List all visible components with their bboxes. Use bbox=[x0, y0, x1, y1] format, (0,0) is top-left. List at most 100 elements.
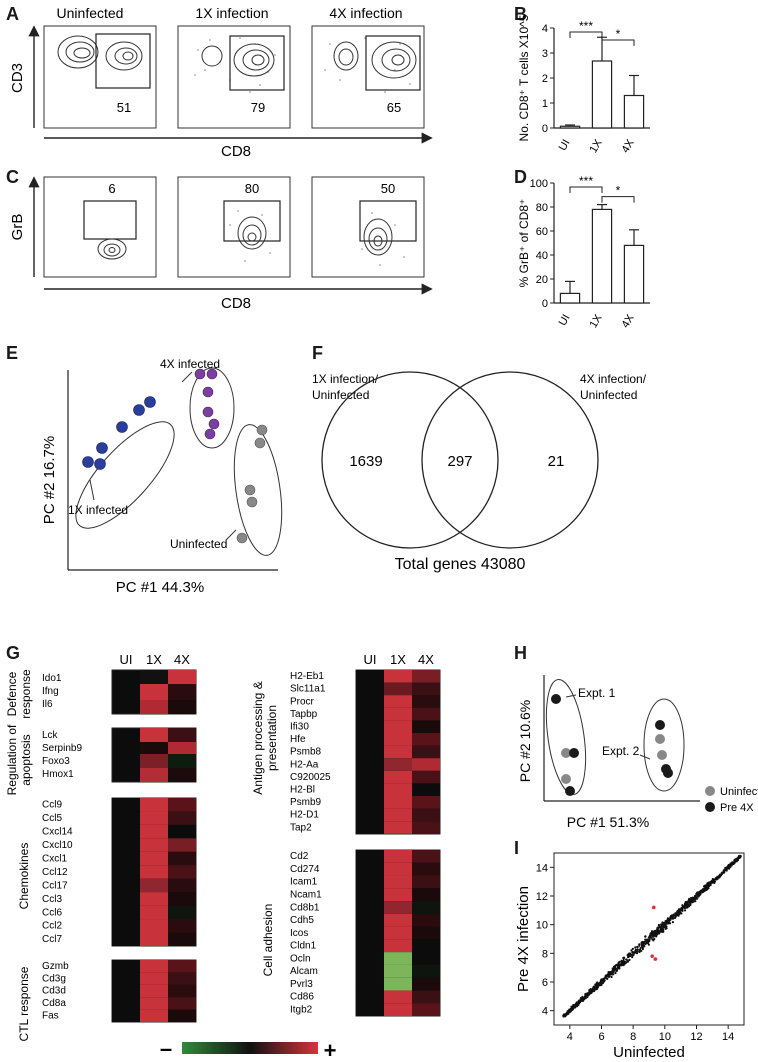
pca-h-points bbox=[551, 694, 673, 796]
heatmap-cell bbox=[356, 926, 384, 940]
scale-minus: – bbox=[160, 1036, 172, 1060]
gene-label: Ccl9 bbox=[42, 800, 62, 811]
heatmap-cell bbox=[412, 670, 440, 683]
heatmap-cell bbox=[168, 997, 196, 1010]
heatmap-cell bbox=[112, 824, 140, 839]
y-tick-label: 20 bbox=[536, 274, 548, 286]
heatmap-cell bbox=[356, 796, 384, 809]
axis-label-cd8-c: CD8 bbox=[221, 295, 251, 312]
bar bbox=[591, 208, 613, 304]
heatmap-cell bbox=[384, 952, 412, 965]
heatmap-cell bbox=[356, 682, 384, 696]
gene-label: Cd8a bbox=[42, 998, 66, 1009]
y-tick-label: 60 bbox=[536, 226, 548, 238]
heatmap-cell bbox=[384, 707, 412, 721]
heatmap-cell bbox=[168, 919, 196, 933]
heatmap-cell bbox=[356, 964, 384, 978]
pca-h-label-expt2: Expt. 2 bbox=[602, 744, 640, 758]
bar bbox=[591, 60, 613, 129]
gene-label: Tapbp bbox=[290, 709, 318, 720]
heatmap-cell bbox=[168, 972, 196, 985]
heatmap-cell bbox=[112, 919, 140, 933]
gene-label: Fas bbox=[42, 1011, 59, 1022]
sig-bracket bbox=[569, 186, 603, 193]
heatmap-col-ui-left: UI bbox=[120, 652, 133, 667]
y-tick-label: 10 bbox=[536, 920, 548, 932]
flow-plot-a-4x: 65 bbox=[311, 25, 425, 129]
gene-label: Cd3d bbox=[42, 986, 66, 997]
axis-label-cd8-a: CD8 bbox=[221, 143, 251, 160]
panel-letter-b: B bbox=[514, 4, 527, 24]
heatmap-cell bbox=[384, 964, 412, 978]
y-tick-label: 8 bbox=[542, 948, 548, 960]
venn-right-count: 21 bbox=[548, 453, 565, 470]
heatmap-cell bbox=[356, 821, 384, 834]
heatmap-cell bbox=[168, 811, 196, 825]
heatmap-cell bbox=[412, 875, 440, 889]
panel-a-flow-plots: Uninfected 1X infection 4X infection 51 … bbox=[9, 5, 433, 160]
panel-g-heatmap: UI 1X 4X UI 1X 4X Defence response Ido1 … bbox=[5, 652, 441, 1060]
heatmap-cell bbox=[168, 984, 196, 998]
heatmap-cell bbox=[140, 972, 168, 985]
heatmap-cell bbox=[168, 838, 196, 852]
flow-title-4x: 4X infection bbox=[329, 5, 402, 21]
heatmap-cell bbox=[384, 745, 412, 759]
panel-letter-d: D bbox=[514, 167, 527, 187]
y-tick-label: 2 bbox=[542, 73, 548, 85]
gate-value-a-uninfected: 51 bbox=[117, 100, 131, 115]
gene-label: Icam1 bbox=[290, 877, 318, 888]
panel-h-pca: PC #2 10.6% PC #1 51.3% Expt. 1 Expt. 2 … bbox=[517, 675, 758, 830]
heatmap-cell bbox=[384, 783, 412, 796]
heatmap-cell bbox=[412, 745, 440, 759]
flow-plot-a-uninfected: 51 bbox=[43, 25, 157, 129]
x-tick-label: 12 bbox=[690, 1031, 702, 1043]
heatmap-cell bbox=[112, 905, 140, 920]
sig-label: * bbox=[616, 184, 621, 198]
heatmap-cell bbox=[356, 939, 384, 953]
heatmap-cell bbox=[412, 707, 440, 721]
heatmap-cell bbox=[356, 850, 384, 863]
gene-label: Cd3g bbox=[42, 973, 66, 984]
y-tick-label: 14 bbox=[536, 862, 548, 874]
x-tick-label: 4X bbox=[619, 312, 636, 330]
venn-right-label-1: 4X infection/ bbox=[580, 372, 647, 386]
svg-text:presentation: presentation bbox=[265, 705, 279, 771]
heatmap-cell bbox=[384, 926, 412, 940]
panel-letter-i: I bbox=[514, 838, 520, 858]
heatmap-cell bbox=[112, 878, 140, 893]
heatmap-cell bbox=[112, 892, 140, 906]
heatmap-cell bbox=[140, 824, 168, 839]
heatmap-cell bbox=[140, 932, 168, 946]
y-tick-label: 4 bbox=[542, 23, 548, 35]
heatmap-cell bbox=[412, 1003, 440, 1017]
sig-bracket bbox=[601, 196, 635, 203]
heatmap-cell bbox=[384, 862, 412, 876]
gene-label: Alcam bbox=[290, 966, 318, 977]
axis-label-cd3: CD3 bbox=[9, 63, 26, 93]
heatmap-cell bbox=[140, 919, 168, 933]
heatmap-cell bbox=[412, 796, 440, 809]
scale-plus: + bbox=[324, 1038, 337, 1060]
x-tick-label: 8 bbox=[630, 1031, 636, 1043]
legend-pre4x: Pre 4X bbox=[720, 802, 754, 814]
heatmap-cell bbox=[412, 901, 440, 914]
heatmap-cell bbox=[112, 798, 140, 812]
heatmap-cell bbox=[168, 851, 196, 866]
heatmap-cell bbox=[356, 888, 384, 902]
heatmap-cell bbox=[112, 972, 140, 985]
pca-e-label-uninfected: Uninfected bbox=[170, 537, 227, 551]
heatmap-cell bbox=[168, 960, 196, 973]
venn-circle-4x bbox=[421, 371, 599, 549]
pca-h-label-expt1: Expt. 1 bbox=[578, 686, 616, 700]
gene-label: Cxcl1 bbox=[42, 853, 67, 864]
gene-label: Slc11a1 bbox=[290, 684, 326, 695]
heatmap-cell bbox=[412, 977, 440, 991]
venn-overlap-count: 297 bbox=[447, 453, 472, 470]
heatmap-cell bbox=[168, 865, 196, 879]
panel-letter-g: G bbox=[6, 643, 21, 663]
pca-e-uninfected-points bbox=[236, 424, 268, 544]
heatmap-cell bbox=[356, 808, 384, 822]
panel-letter-h: H bbox=[514, 643, 527, 663]
